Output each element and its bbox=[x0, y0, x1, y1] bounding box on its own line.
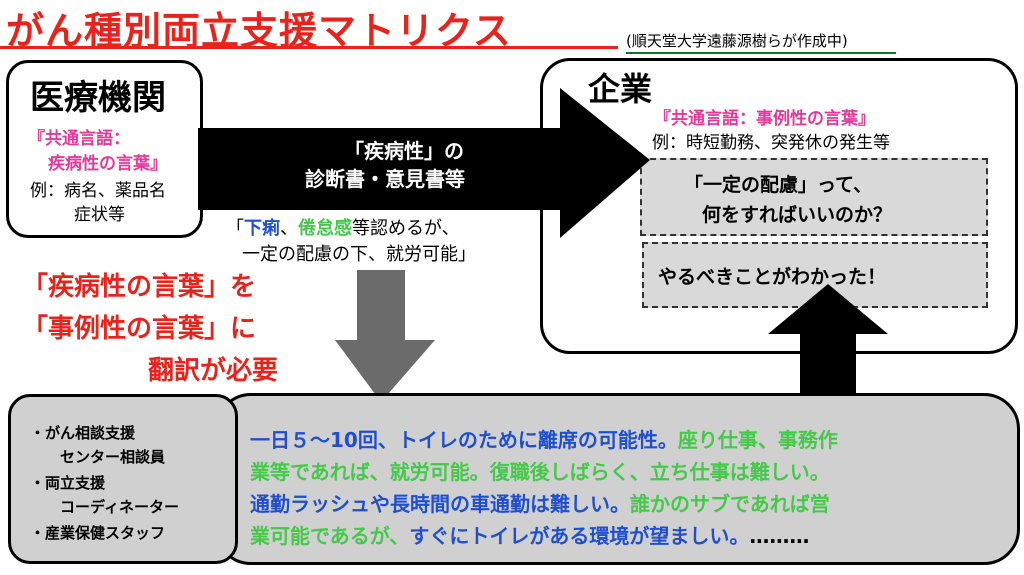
support-item-cancer-counseling: ・がん相談支援 bbox=[30, 424, 136, 442]
up-arrow bbox=[768, 284, 888, 402]
quote-keyword-diarrhea: 下痢 bbox=[244, 218, 280, 239]
page-title: がん種別両立支援マトリクス bbox=[6, 9, 512, 53]
doctor-quote-line1: 「下痢、倦怠感等認めるが、 bbox=[226, 218, 460, 239]
medical-common-language-value: 疾病性の言葉』 bbox=[48, 154, 167, 174]
down-arrow bbox=[335, 270, 435, 402]
company-title: 企業 bbox=[588, 70, 653, 108]
support-item-work-support: ・両立支援 bbox=[30, 474, 106, 492]
arrow-label-line2: 診断書・意見書等 bbox=[305, 167, 465, 191]
support-item-cancer-counseling-cont: センター相談員 bbox=[60, 448, 166, 466]
medical-example-line1: 例：病名、薬品名 bbox=[30, 181, 166, 201]
medical-common-language-label: 『共通言語： bbox=[28, 129, 130, 149]
consideration-question-line1: 「一定の配慮」って、 bbox=[684, 174, 873, 196]
consideration-question-box bbox=[640, 158, 988, 236]
medical-institution-title: 医療機関 bbox=[30, 78, 166, 118]
understood-text: やるべきことがわかった！ bbox=[658, 266, 887, 288]
page-subtitle: (順天堂大学遠藤源樹らが作成中) bbox=[626, 32, 848, 50]
support-item-coordinator: コーディネーター bbox=[60, 498, 179, 516]
consideration-question-line2: 何をすればいいのか？ bbox=[702, 204, 893, 226]
translation-note-line1: 「疾病性の言葉」を bbox=[22, 272, 257, 302]
result-text-line2: 業等であれば、就労可能。復職後しばらく、立ち仕事は難しい。 bbox=[250, 460, 830, 484]
title-underline bbox=[0, 46, 618, 49]
translation-note-line3: 翻訳が必要 bbox=[148, 356, 279, 386]
result-text-line3: 通勤ラッシュや長時間の車通勤は難しい。誰かのサブであれば営 bbox=[250, 492, 830, 516]
arrow-label-line1: 「疾病性」の bbox=[344, 139, 464, 163]
quote-keyword-fatigue: 倦怠感 bbox=[298, 218, 352, 239]
company-common-language: 『共通言語：事例性の言葉』 bbox=[654, 109, 875, 129]
medical-example-line2: 症状等 bbox=[74, 205, 125, 225]
company-example: 例：時短勤務、突発休の発生等 bbox=[652, 133, 890, 153]
support-item-occupational-health: ・産業保健スタッフ bbox=[30, 524, 166, 542]
result-text-line1: 一日５～10回、トイレのために離席の可能性。座り仕事、事務作 bbox=[250, 428, 838, 452]
result-text-line4: 業可能であるが、すぐにトイレがある環境が望ましい。……… bbox=[250, 524, 810, 548]
medical-institution-box bbox=[6, 60, 203, 238]
subtitle-underline bbox=[626, 52, 896, 54]
support-staff-box bbox=[8, 394, 238, 564]
translation-note-line2: 「事例性の言葉」に bbox=[22, 314, 257, 344]
main-right-arrow bbox=[198, 88, 650, 238]
doctor-quote-line2: 一定の配慮の下、就労可能」 bbox=[242, 244, 476, 265]
